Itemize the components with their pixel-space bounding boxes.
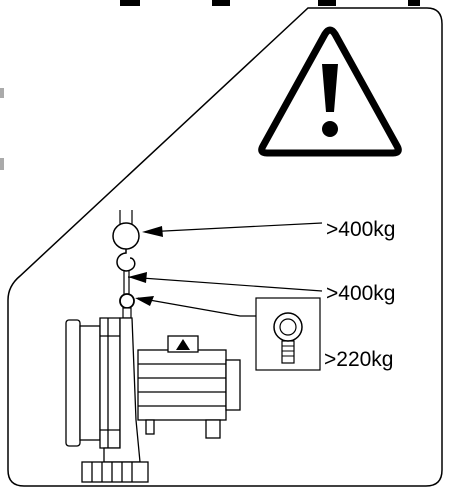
eyebolt-ring <box>119 293 135 309</box>
warning-triangle-icon <box>258 26 402 157</box>
scan-artifact-left-1 <box>0 88 4 98</box>
leader-shackle-chain <box>127 272 323 292</box>
eyebolt-icon <box>255 297 321 371</box>
leader-eyebolt <box>135 296 256 317</box>
motor-warning-icon <box>176 339 190 350</box>
scan-artifact-top-1 <box>120 0 140 6</box>
scan-artifact-top-2 <box>212 0 230 6</box>
scan-artifact-left-2 <box>0 158 4 170</box>
crane-hook-ball <box>112 222 140 250</box>
label-border <box>7 7 443 487</box>
scan-artifact-top-4 <box>408 0 420 6</box>
label-crane-hook: >400kg <box>326 218 395 241</box>
leader-crane-hook <box>142 222 323 237</box>
scan-artifact-top-3 <box>318 0 336 6</box>
motor-gearbox-assembly <box>65 317 241 483</box>
label-shackle-chain: >400kg <box>326 282 395 305</box>
shackle-chain <box>123 271 130 294</box>
eyebolt-shank <box>122 307 132 319</box>
crane-hook <box>116 249 136 272</box>
label-eyebolt: >220kg <box>324 348 393 371</box>
